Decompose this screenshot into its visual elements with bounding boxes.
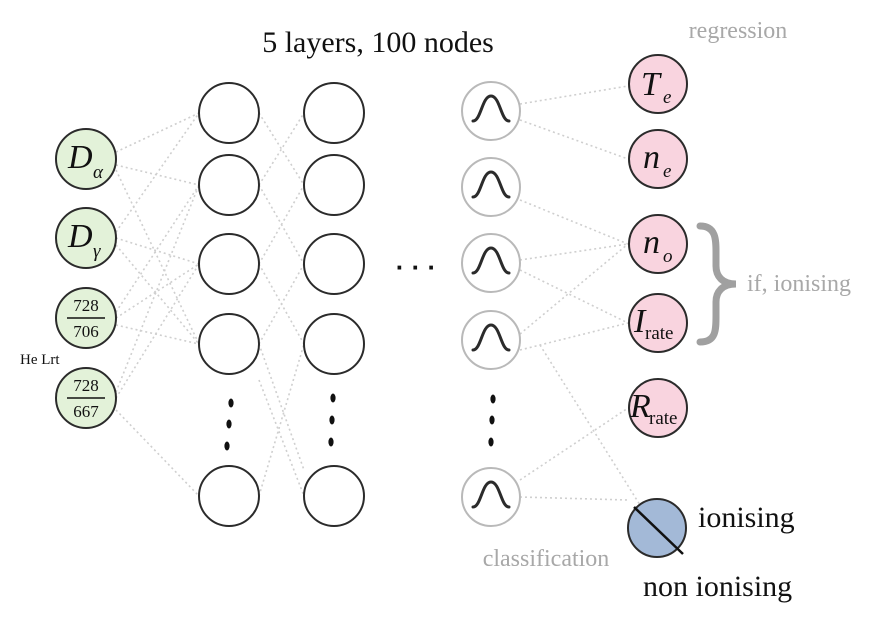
hidden-node [303,465,365,527]
he-lrt-label: He Lrt [20,352,60,368]
output-subscript: rate [649,408,677,429]
activation-node [461,233,521,293]
connection-line [115,237,200,265]
hidden-node [303,82,365,144]
activation-node [461,157,521,217]
hidden-node [303,154,365,216]
output-symbol: I [633,303,647,340]
ratio-denominator: 667 [73,402,99,421]
connection-line [519,199,629,245]
hidden-node [198,313,260,375]
input-node-ratio-728-706: 728 706 [55,287,117,349]
activation-node [461,81,521,141]
output-symbol: n [643,139,660,176]
output-node-te: T e [628,54,688,114]
activation-layer [461,81,521,527]
hidden-node [198,465,260,527]
vertical-ellipsis-icon [488,394,496,447]
output-subscript: o [663,246,673,267]
input-node-d-gamma: D γ [55,207,117,269]
connection-line [115,244,200,345]
input-node-ratio-728-667: 728 667 [55,367,117,429]
connection-line [519,243,629,261]
diagram-title: 5 layers, 100 nodes [262,26,494,59]
output-node-no: n o [628,214,688,274]
connection-line [258,343,305,497]
hidden-layer-2 [303,82,365,527]
right-curly-brace-icon [696,222,737,346]
gaussian-bump-icon [471,246,511,275]
gaussian-bump-icon [471,323,511,352]
non-ionising-label: non ionising [643,570,792,603]
output-node-irate: I rate [628,293,688,353]
gaussian-bump-icon [471,94,511,123]
connection-line [258,112,305,186]
connection-line [519,119,629,160]
vertical-ellipsis-icon [224,398,234,451]
classification-node [627,498,687,558]
connection-line [519,85,629,105]
connection-lines [115,85,641,506]
input-symbol: D [67,218,93,255]
output-subscript: e [663,161,671,182]
hidden-node [303,233,365,295]
hidden-node [198,154,260,216]
connection-line [519,322,629,351]
hidden-layer-1 [198,82,260,527]
connection-line [519,496,629,501]
connection-line [115,184,200,393]
connection-line [115,184,200,313]
hidden-node [303,313,365,375]
connection-line [258,379,305,497]
connection-line [115,263,200,319]
ratio-denominator: 706 [73,322,99,341]
vertical-ellipsis-icon [328,393,336,447]
classification-label: classification [483,546,610,572]
output-subscript: e [663,87,671,108]
ionising-label: ionising [698,501,795,534]
connection-line [258,184,305,265]
connection-line [258,343,305,471]
regression-label: regression [689,18,788,44]
if-ionising-label: if, ionising [747,271,851,297]
connection-line [258,263,305,345]
output-symbol: T [641,66,662,103]
connection-line [519,269,629,324]
connection-line [519,243,629,335]
hidden-node [198,233,260,295]
layers-ellipsis: · · · [396,252,436,282]
connection-line [539,344,641,506]
hidden-node [198,82,260,144]
output-node-rrate: R rate [628,378,688,438]
input-symbol: D [67,139,93,176]
connection-line [519,407,629,481]
output-node-ne: n e [628,129,688,189]
connection-line [115,169,200,345]
output-symbol: n [643,224,660,261]
activation-node [461,467,521,527]
output-symbol: R [629,388,651,425]
connection-line [115,409,200,497]
input-subscript: α [93,162,104,183]
connection-line [115,164,200,186]
connection-line [115,263,200,399]
ratio-numerator: 728 [73,376,99,395]
input-node-d-alpha: D α [55,128,117,190]
connection-line [258,112,305,186]
connection-line [115,112,200,153]
activation-node [461,310,521,370]
ratio-numerator: 728 [73,296,99,315]
gaussian-bump-icon [471,480,511,509]
input-subscript: γ [93,241,101,262]
output-subscript: rate [645,323,673,344]
gaussian-bump-icon [471,170,511,199]
connection-line [115,324,200,345]
divider-line [633,506,684,555]
connection-line [115,112,200,233]
